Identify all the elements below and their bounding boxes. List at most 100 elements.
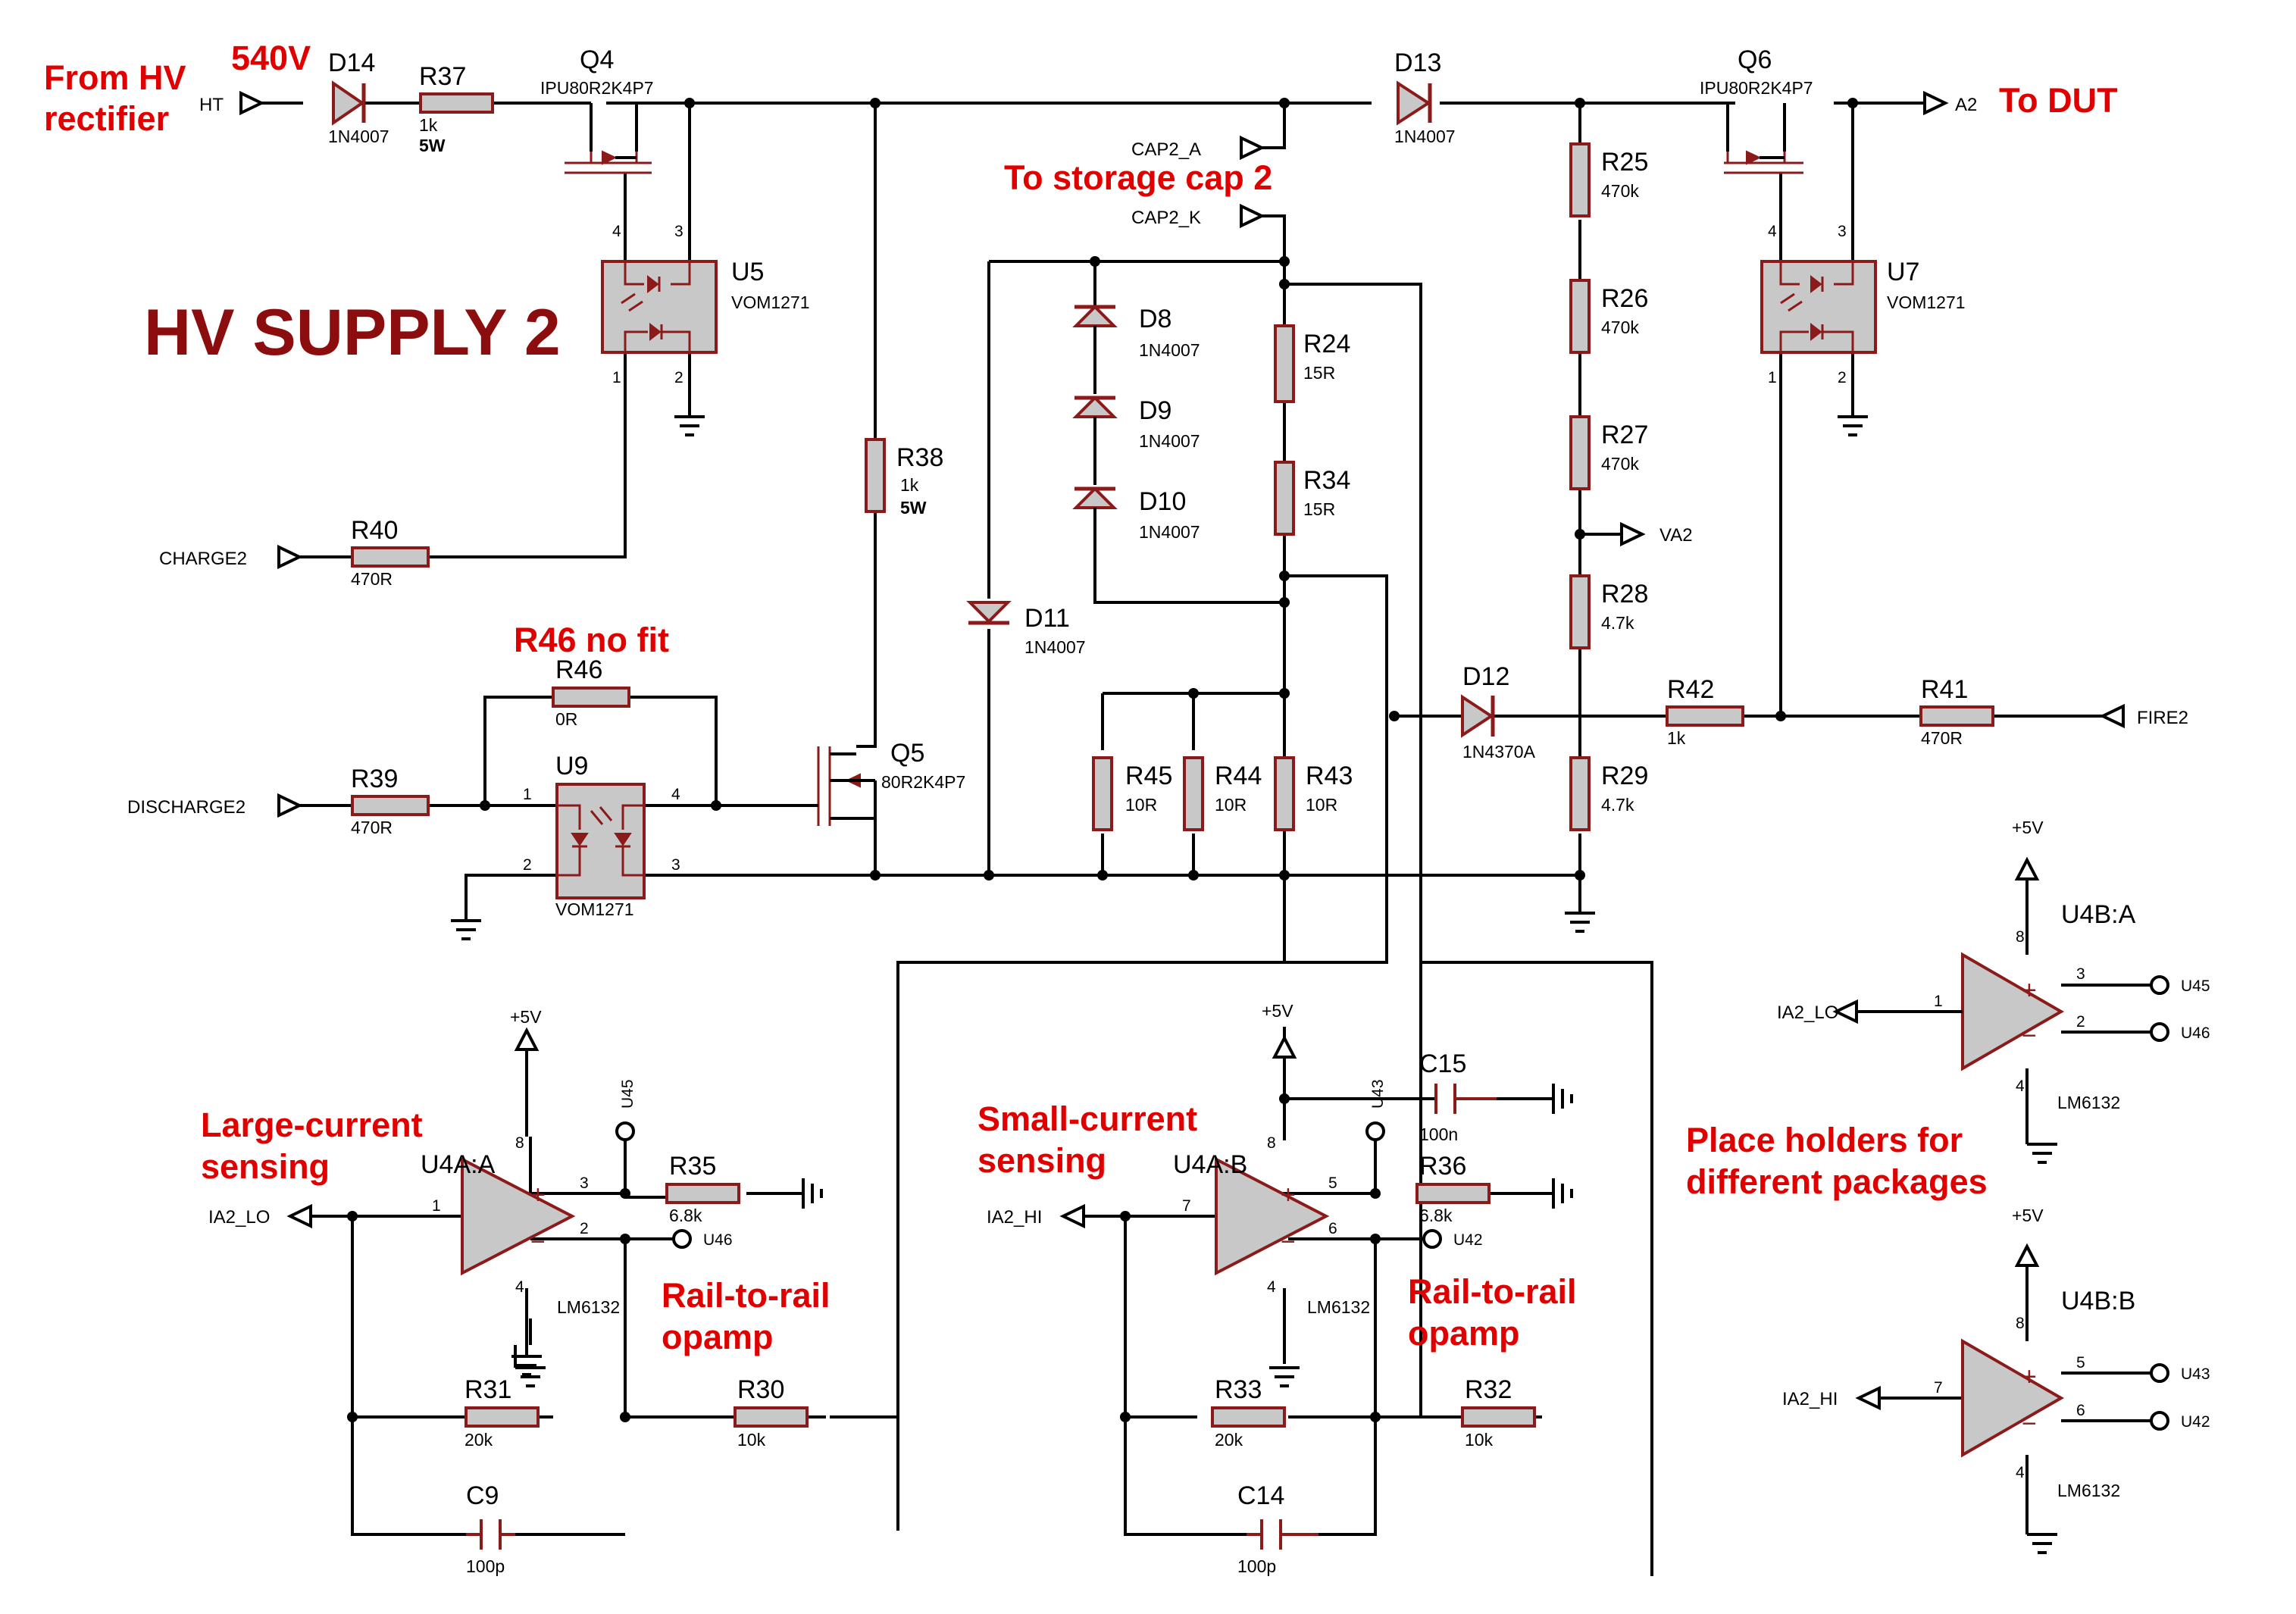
diode-d14: D14 1N4007	[328, 48, 389, 146]
port-cap2-k-label: CAP2_K	[1131, 208, 1201, 228]
r39-value: 470R	[351, 818, 393, 837]
u7-pin1: 1	[1768, 369, 1777, 386]
r38-rating: 5W	[900, 498, 927, 518]
d9-value: 1N4007	[1139, 431, 1200, 451]
u9-pin2: 2	[523, 856, 532, 874]
port-cap2-k: CAP2_K	[1131, 203, 1265, 229]
r40-ref: R40	[351, 516, 398, 545]
u5-pin1: 1	[612, 369, 621, 386]
r33-value: 20k	[1215, 1430, 1243, 1450]
r32-ref: R32	[1465, 1375, 1512, 1404]
resistor-r25: R25 470k	[1569, 142, 1648, 217]
u4b-b-u42-label: U42	[2181, 1413, 2210, 1431]
d9-ref: D9	[1139, 396, 1171, 425]
mosfet-q4: Q4 IPU80R2K4P7	[540, 45, 654, 174]
u4b-b-pin4: 4	[2016, 1464, 2025, 1481]
optocoupler-u7: 4 3 1 2 U7 VOM1271	[1760, 223, 1966, 386]
port-ia2-hi-b: IA2_HI	[1782, 1385, 1881, 1411]
resistor-r45: R45 10R	[1092, 756, 1172, 831]
port-va2-label: VA2	[1659, 525, 1693, 546]
u4a-b-pin8: 8	[1267, 1134, 1276, 1152]
u7-pin4: 4	[1768, 223, 1777, 240]
port-charge2-label: CHARGE2	[159, 549, 247, 569]
r26-value: 470k	[1601, 317, 1639, 337]
port-discharge2-label: DISCHARGE2	[127, 797, 246, 818]
mosfet-q5: Q5 80R2K4P7	[807, 739, 965, 826]
u4a-b-pin4: 4	[1267, 1278, 1276, 1296]
resistor-r41: R41 470R	[1919, 675, 1994, 748]
r35-value: 6.8k	[669, 1206, 702, 1225]
d12-ref: D12	[1462, 662, 1509, 691]
r27-ref: R27	[1601, 421, 1648, 449]
u4b-b-value: LM6132	[2057, 1481, 2120, 1500]
u4b-b-ref: U4B:B	[2061, 1287, 2135, 1315]
annotation-rail-to-rail-b-line2: opamp	[1408, 1314, 1520, 1353]
port-a2: A2	[1923, 90, 1977, 116]
annotation-large-current-line1: Large-current	[201, 1106, 423, 1144]
capacitor-c14: C14 100p	[1237, 1481, 1318, 1576]
r34-ref: R34	[1303, 466, 1350, 495]
d8-ref: D8	[1139, 305, 1171, 333]
opamp-u4b-b: + − +5V U4B:B LM6132 7 5 6 8 4 U43 U42	[1934, 1206, 2210, 1534]
u4a-a-minus-symbol: −	[530, 1228, 546, 1256]
resistor-r36: R36 6.8k	[1415, 1152, 1491, 1225]
r44-ref: R44	[1215, 762, 1262, 790]
u4b-a-u46-label: U46	[2181, 1024, 2210, 1042]
u4b-b-minus-symbol: −	[2022, 1409, 2037, 1438]
u4b-b-pin5: 5	[2076, 1354, 2085, 1372]
q6-ref: Q6	[1738, 45, 1772, 74]
port-cap2-a: CAP2_A	[1131, 135, 1265, 161]
r30-value: 10k	[737, 1430, 766, 1450]
resistor-r42: R42 1k	[1666, 675, 1744, 748]
r42-value: 1k	[1667, 728, 1686, 748]
u4a-a-pin8: 8	[515, 1134, 524, 1152]
r37-rating: 5W	[419, 136, 446, 155]
diode-d10: D10 1N4007	[1072, 486, 1200, 542]
resistor-r43: R43 10R	[1274, 756, 1353, 831]
annotation-rail-to-rail-a-line1: Rail-to-rail	[662, 1276, 831, 1315]
u7-value: VOM1271	[1887, 292, 1966, 312]
c9-value: 100p	[466, 1556, 505, 1576]
u4a-b-minus-symbol: −	[1281, 1228, 1296, 1256]
annotation-540v: 540V	[231, 39, 311, 77]
annotation-rail-to-rail-b-line1: Rail-to-rail	[1408, 1272, 1577, 1311]
testpoint-u45-a: U45	[615, 1079, 637, 1193]
schematic-title: HV SUPPLY 2	[144, 296, 561, 369]
u4b-a-ref: U4B:A	[2061, 900, 2136, 929]
port-fire2: FIRE2	[2099, 703, 2188, 729]
r29-ref: R29	[1601, 762, 1648, 790]
q4-ref: Q4	[580, 45, 614, 74]
u4b-a-pin3: 3	[2076, 965, 2085, 983]
u45-a-label: U45	[619, 1079, 637, 1109]
u4a-b-plus-symbol: +	[1281, 1181, 1296, 1209]
u4b-a-minus-symbol: −	[2022, 1021, 2037, 1050]
r29-value: 4.7k	[1601, 795, 1634, 815]
annotation-placeholders-line1: Place holders for	[1686, 1121, 1963, 1159]
r31-ref: R31	[465, 1375, 511, 1404]
d11-ref: D11	[1024, 604, 1070, 633]
r36-ref: R36	[1419, 1152, 1466, 1181]
u4b-a-pin8: 8	[2016, 928, 2025, 946]
c14-ref: C14	[1237, 1481, 1284, 1510]
diode-d9: D9 1N4007	[1072, 396, 1200, 451]
u4b-b-u43-label: U43	[2181, 1365, 2210, 1383]
resistor-r38: R38 1k 5W	[865, 438, 943, 518]
u4a-a-pin1: 1	[432, 1197, 441, 1215]
annotation-to-storage-cap: To storage cap 2	[1004, 158, 1272, 197]
u4b-a-pin4: 4	[2016, 1078, 2025, 1095]
resistor-r26: R26 470k	[1569, 279, 1648, 354]
r25-value: 470k	[1601, 181, 1639, 201]
u4b-a-pin1: 1	[1934, 993, 1943, 1010]
u7-ref: U7	[1887, 258, 1919, 286]
r45-ref: R45	[1125, 762, 1172, 790]
optocoupler-u9: 1 4 2 3 U9 VOM1271	[523, 752, 680, 919]
r26-ref: R26	[1601, 284, 1648, 313]
opamp-u4a-b: + − +5V U4A:B LM6132 7 5 6 8 4	[1173, 1001, 1370, 1356]
annotation-small-current-line1: Small-current	[978, 1099, 1197, 1138]
r41-ref: R41	[1921, 675, 1968, 704]
u5-pin3: 3	[674, 223, 683, 240]
u4b-a-supply: +5V	[2012, 818, 2044, 837]
r30-ref: R30	[737, 1375, 784, 1404]
r38-value: 1k	[900, 475, 919, 495]
